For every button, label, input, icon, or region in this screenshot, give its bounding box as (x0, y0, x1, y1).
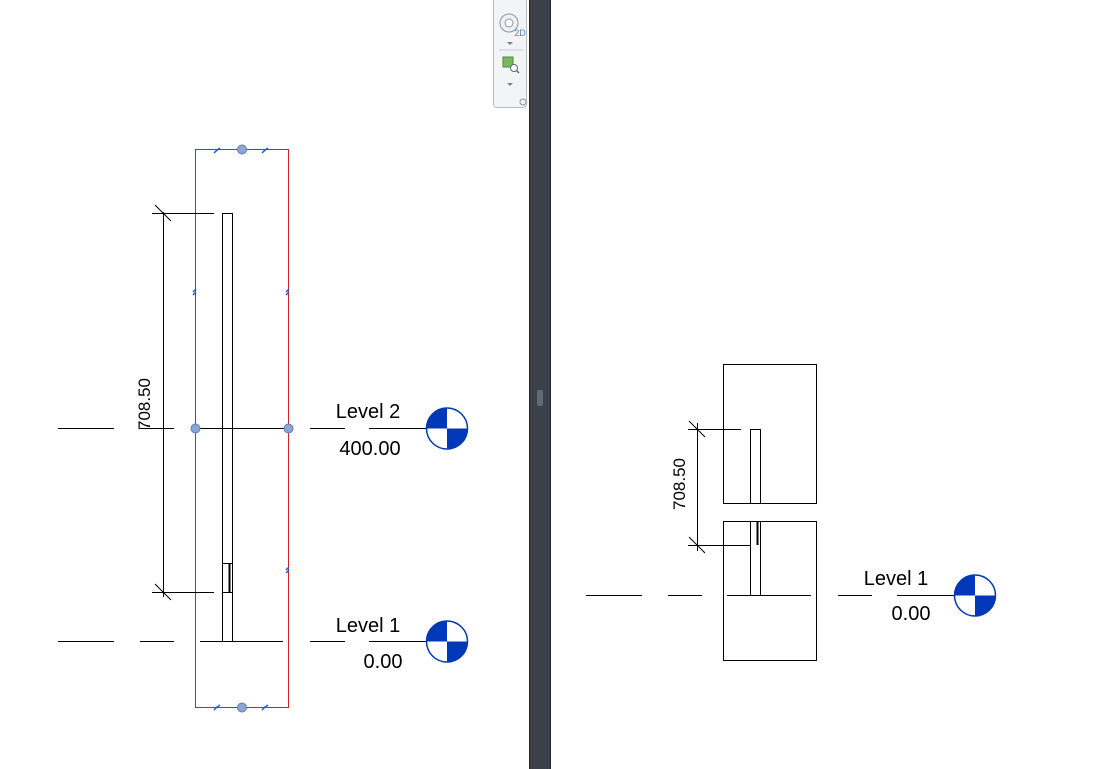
navigation-bar-tools: 2D (499, 13, 527, 106)
chevron-down-icon[interactable] (507, 42, 513, 45)
dimension-text: 708.50 (670, 458, 689, 510)
steering-wheel-2d-icon[interactable]: 2D (499, 13, 526, 38)
wall-element-lower[interactable] (750, 521, 761, 596)
navigation-bar: 2D (493, 0, 527, 108)
drag-grip-left[interactable] (190, 423, 201, 434)
zoom-region-icon[interactable] (502, 56, 520, 74)
view-region-lower[interactable] (723, 521, 817, 661)
drag-grip-top[interactable] (237, 144, 247, 155)
chevron-down-icon[interactable] (507, 83, 513, 86)
splitter-grip[interactable] (537, 390, 543, 406)
level-1-name[interactable]: Level 1 (864, 568, 929, 590)
wall-element-upper[interactable] (750, 429, 761, 504)
view-region-upper[interactable] (723, 364, 817, 504)
level-2-elevation[interactable]: 400.00 (339, 438, 400, 460)
drag-grip-bottom[interactable] (237, 702, 247, 713)
level-1-line-right[interactable]: Level 1 0.00 (586, 568, 997, 625)
dimension-text: 708.50 (135, 378, 154, 430)
level-1-elevation[interactable]: 0.00 (892, 603, 931, 625)
break-control-icon[interactable] (192, 147, 290, 711)
opening-element[interactable] (222, 563, 233, 593)
dimension-708[interactable]: 708.50 (135, 204, 214, 601)
level-2-marker-icon (425, 407, 469, 450)
level-2-line[interactable]: Level 2 400.00 (58, 401, 469, 460)
level-1-elevation[interactable]: 0.00 (364, 651, 403, 673)
left-view-canvas[interactable]: 708.50 Level 2 400.00 (0, 0, 529, 769)
level-1-marker-icon (425, 620, 469, 663)
svg-text:2D: 2D (514, 28, 526, 38)
left-view-drawing: 708.50 Level 2 400.00 (58, 144, 469, 713)
drag-grip-right[interactable] (283, 423, 294, 434)
view-splitter[interactable] (529, 0, 551, 769)
level-2-name[interactable]: Level 2 (336, 401, 401, 423)
level-1-line[interactable]: Level 1 0.00 (58, 615, 469, 673)
dimension-708-right[interactable]: 708.50 (670, 420, 751, 554)
options-icon[interactable] (519, 98, 527, 106)
right-view-canvas[interactable]: 708.50 Level 1 0.00 (551, 0, 1097, 769)
right-view-drawing: 708.50 Level 1 0.00 (586, 364, 997, 661)
level-1-name[interactable]: Level 1 (336, 615, 401, 637)
level-1-marker-icon (953, 574, 997, 617)
